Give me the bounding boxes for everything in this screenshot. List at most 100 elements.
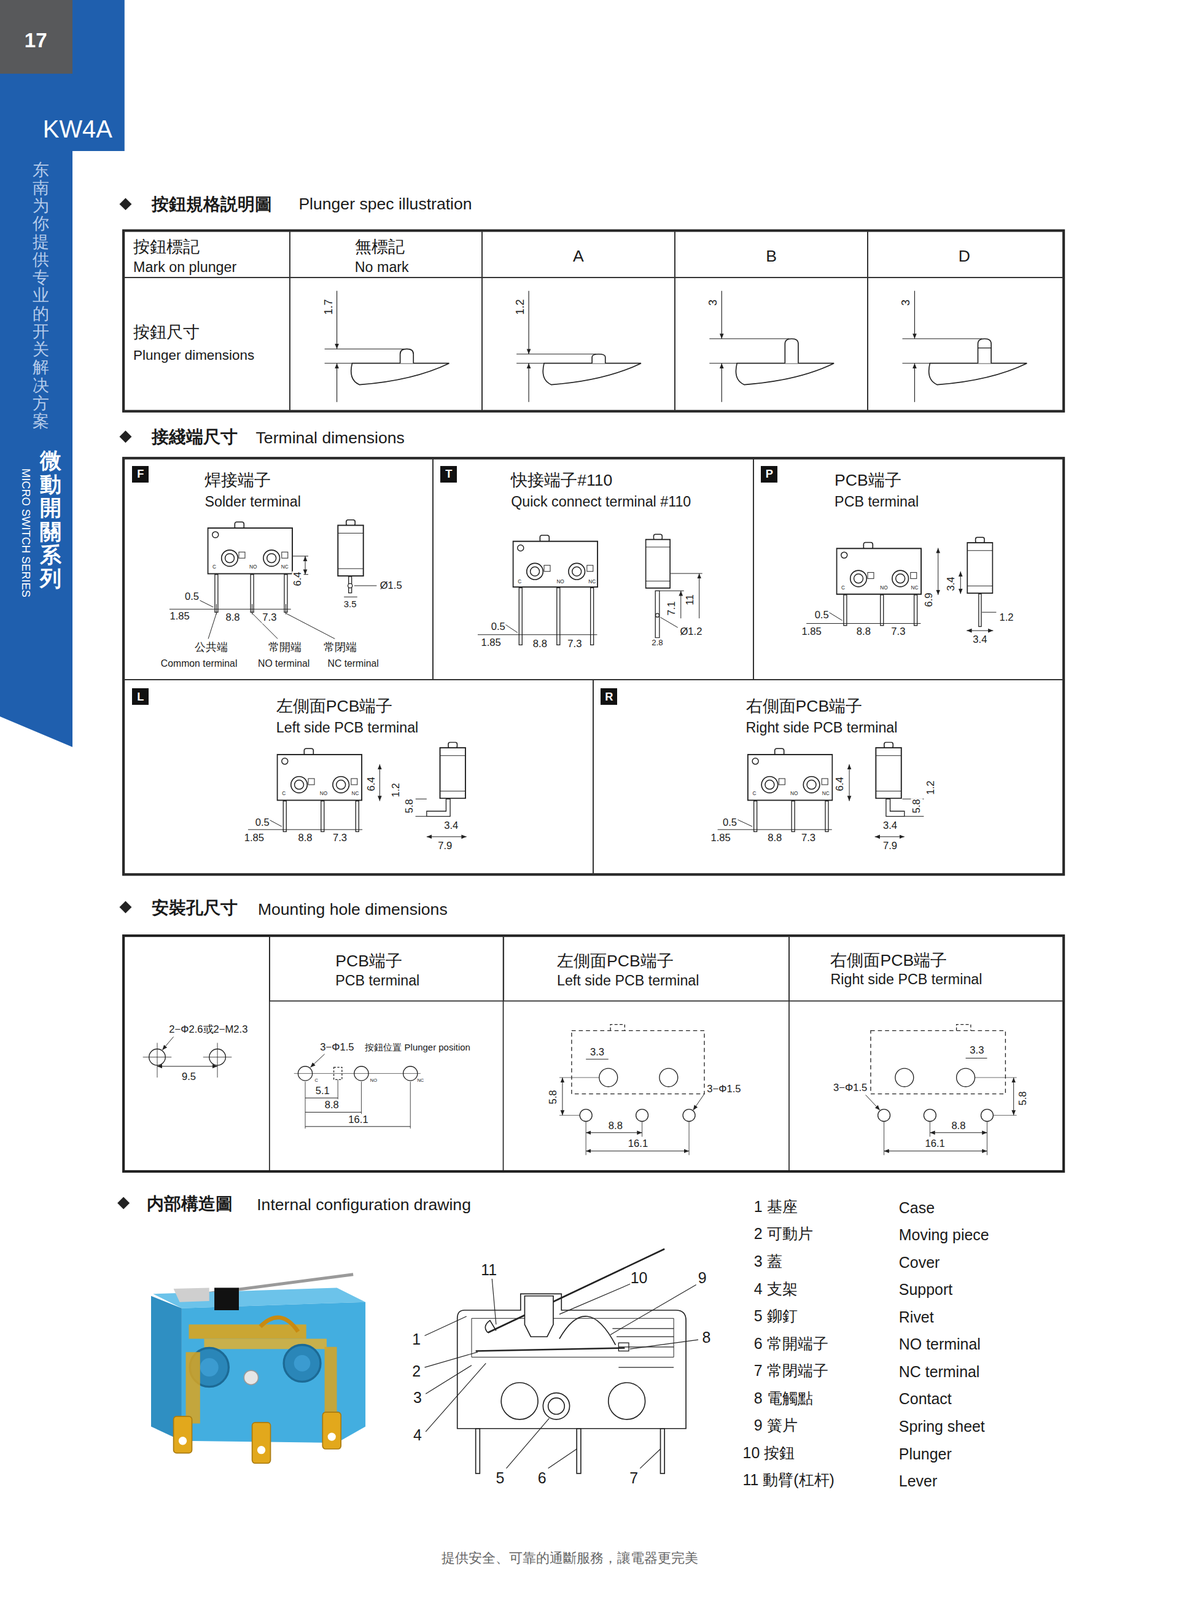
dimension-label: Ø1.2 [679, 625, 703, 638]
pin-mark: NO [369, 1078, 378, 1084]
table-header-cell: D [867, 230, 1064, 278]
table-header-cell: 右側面PCB端子Right side PCB terminal [789, 935, 1064, 1001]
node-text: 按鈕標記 [133, 237, 200, 257]
callout-number: 2 [411, 1361, 422, 1380]
dimension-label: 1.85 [168, 610, 190, 623]
terminal-panel: 右側面PCB端子Right side PCB terminalR [593, 679, 1064, 876]
footer-note: 提供安全、可靠的通斷服務，讓電器更完美 [440, 1551, 699, 1567]
node-text: 1.7 [321, 299, 335, 315]
part-name: 11 動臂(杠杆) [742, 1471, 836, 1490]
dimension-label: 8.8 [297, 832, 313, 844]
node-text: 微動開關系列 [39, 448, 62, 591]
dimension-label: 0.5 [490, 620, 506, 633]
node-text: A [572, 246, 584, 266]
dimension-label: 0.5 [184, 591, 200, 604]
dimension-label: 3−Φ1.5 [319, 1041, 355, 1054]
pin-mark: C [314, 1078, 319, 1084]
type-badge: T [440, 466, 457, 483]
part-name: Moving piece [898, 1226, 990, 1245]
dimension-label: 8.8 [532, 638, 548, 650]
plunger-cell: 1.7 [289, 277, 483, 412]
table-header-cell: 左側面PCB端子Left side PCB terminal [503, 935, 790, 1001]
node-text: 1.2 [513, 299, 527, 315]
part-name: 5 鉚釘 [753, 1307, 799, 1326]
dimension-label: 3.4 [945, 575, 958, 592]
type-badge: P [760, 466, 778, 483]
plunger-cell: 3 [867, 277, 1064, 412]
pin-mark: NO [789, 791, 799, 798]
part-name: Contact [898, 1390, 953, 1409]
dimension-label: 5.8 [403, 798, 416, 815]
dimension-label: 3.4 [443, 819, 459, 832]
pin-mark: C [517, 579, 522, 586]
part-name: Support [898, 1280, 954, 1299]
dimension-label: 5.8 [910, 798, 923, 815]
terminal-label: 常開端 [267, 640, 303, 654]
dimension-label: 1.85 [709, 832, 731, 844]
dimension-label: 6.9 [922, 592, 935, 608]
part-name: NO terminal [898, 1335, 982, 1354]
node-text: PCB端子 [834, 470, 902, 491]
node-text: Right side PCB terminal [830, 971, 982, 989]
dimension-label: 8.8 [607, 1120, 624, 1132]
pin-mark: NC [350, 791, 360, 798]
dimension-label: 8.8 [324, 1099, 340, 1112]
type-badge: F [132, 466, 149, 483]
node-text: KW4A [42, 115, 113, 144]
dimension-label: 7.3 [261, 611, 277, 624]
dimension-label: 1.2 [924, 780, 937, 796]
pin-mark: C [211, 564, 217, 571]
part-name: Cover [898, 1253, 941, 1272]
dimension-label: 16.1 [347, 1113, 369, 1126]
dimension-label: 3.3 [968, 1044, 985, 1057]
node-text: 焊接端子 [204, 470, 271, 491]
node-text: T [445, 467, 452, 481]
pin-mark: NO [879, 585, 888, 592]
table-row-header: 按鈕尺寸Plunger dimensions [123, 277, 290, 412]
part-name: Rivet [898, 1307, 935, 1326]
type-badge: L [132, 688, 149, 705]
pin-mark: NC [910, 585, 919, 592]
node-text: F [136, 467, 144, 481]
pin-mark: NC [280, 564, 290, 571]
node-text: 右側面PCB端子 [746, 696, 863, 716]
dimension-label: 8.8 [224, 611, 241, 624]
part-name: Case [898, 1198, 936, 1217]
node-text: L [136, 690, 144, 704]
node-text: Left side PCB terminal [556, 972, 699, 989]
dimension-label: 5.1 [315, 1085, 331, 1097]
node-text: Plunger dimensions [133, 348, 255, 365]
callout-number: 5 [495, 1469, 506, 1488]
table-header-cell: 按鈕標記Mark on plunger [123, 230, 290, 278]
dimension-label: 6.4 [292, 571, 304, 587]
dimension-label: 3.4 [882, 819, 898, 832]
table-header-cell: 無標記No mark [289, 230, 483, 278]
callout-number: 8 [701, 1328, 712, 1347]
part-name: 10 按鈕 [742, 1443, 796, 1462]
callout-number: 1 [411, 1330, 422, 1349]
dimension-label: 3.5 [343, 598, 358, 610]
node-text: Solder terminal [204, 493, 301, 511]
node-text: 17 [24, 28, 48, 53]
part-name: 3 蓋 [753, 1252, 783, 1271]
section-title: Mounting hole dimensions [257, 900, 449, 920]
part-name: Lever [898, 1472, 938, 1491]
pin-mark: NO [555, 579, 565, 586]
dimension-label: 1.85 [800, 625, 822, 638]
part-name: 4 支架 [753, 1279, 799, 1298]
dimension-label: 8.8 [950, 1120, 966, 1132]
section-title: Internal configuration drawing [256, 1194, 472, 1215]
dimension-label: 7.9 [882, 840, 898, 853]
page-number: 17 [0, 0, 73, 74]
dimension-label: 1.85 [243, 832, 265, 844]
plunger-cell: 3 [674, 277, 868, 412]
terminal-label: Common terminal [160, 657, 239, 669]
pin-mark: C [840, 585, 846, 592]
dimension-label: 1.2 [999, 611, 1015, 624]
dimension-label: 8.8 [766, 832, 783, 844]
dimension-label: 1.2 [389, 782, 402, 798]
dimension-label: 7.3 [332, 832, 348, 844]
dimension-label: 7.3 [566, 638, 583, 650]
part-name: 7 常閉端子 [753, 1361, 829, 1380]
terminal-panel: 左側面PCB端子Left side PCB terminalL [123, 679, 594, 876]
